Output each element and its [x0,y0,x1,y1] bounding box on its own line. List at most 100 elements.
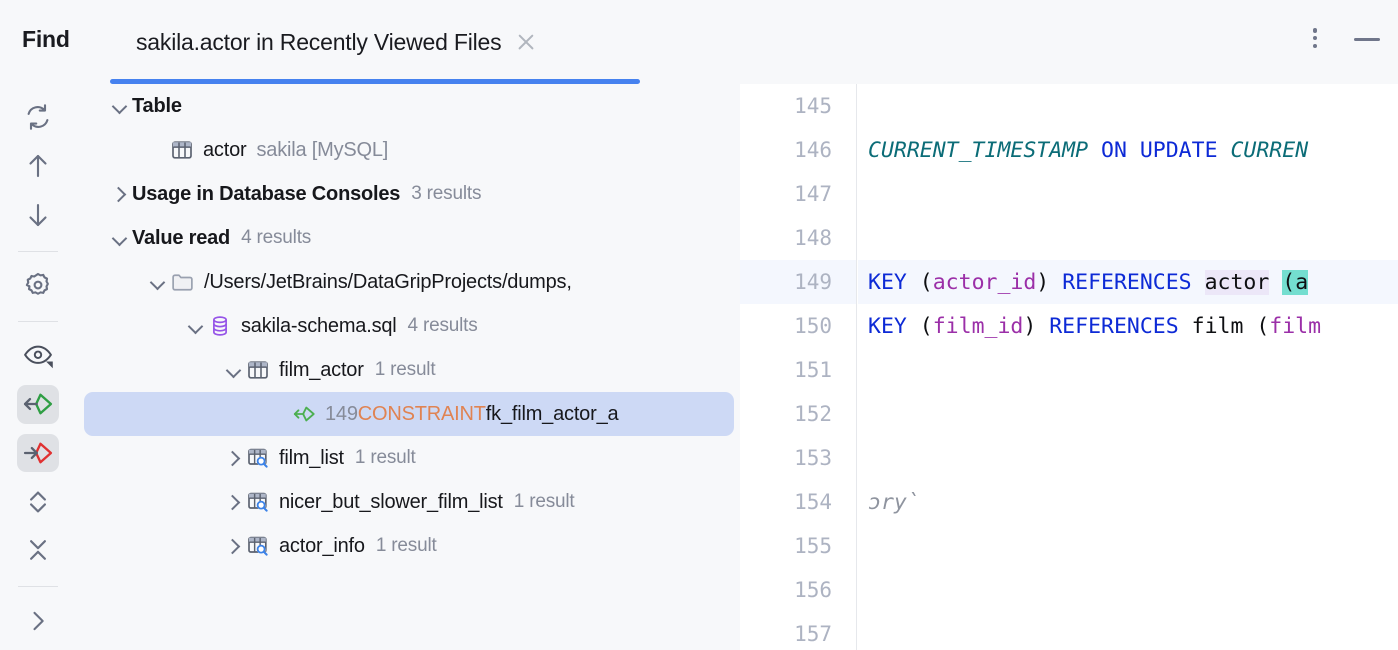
tree-row-count: 4 results [407,315,478,336]
expand-all-icon[interactable] [17,482,59,521]
rerun-icon[interactable] [17,98,59,137]
code-line[interactable] [858,172,1398,216]
code-line[interactable] [858,436,1398,480]
value-read-icon[interactable] [17,384,59,424]
chevron-down-icon[interactable] [144,269,170,295]
tree-row-sql-file[interactable]: sakila-schema.sql 4 results [76,304,740,348]
value-write-icon[interactable] [17,433,59,473]
code-token: KEY [868,313,907,339]
tree-row-film-list[interactable]: film_list 1 result [76,436,740,480]
code-token: (a [1282,269,1309,295]
code-token: actor [1204,269,1270,295]
line-number: 146 [794,138,832,162]
chevron-right-icon[interactable] [17,601,59,640]
code-token: CURREN [1230,137,1309,163]
code-line[interactable]: KEY (film_id) REFERENCES film (film [858,304,1398,348]
chevron-down-icon[interactable] [220,357,246,383]
folder-icon [170,270,195,295]
code-line[interactable] [858,568,1398,612]
code-line[interactable] [858,392,1398,436]
code-token: ) [1036,269,1063,295]
line-number: 148 [794,226,832,250]
view-icon [246,490,270,514]
code-line[interactable]: KEY (actor_id) REFERENCES actor (a [858,260,1398,304]
tree-row-label: film_list [279,446,344,469]
tree-row-label: /Users/JetBrains/DataGripProjects/dumps, [204,270,572,293]
rail-divider [18,250,58,252]
chevron-down-icon[interactable] [106,225,132,251]
more-options-icon[interactable] [1304,26,1326,50]
tree-row-nicer-but-slower-film-list[interactable]: nicer_but_slower_film_list 1 result [76,480,740,524]
preview-eye-icon[interactable] [17,336,59,375]
chevron-right-icon[interactable] [220,533,246,559]
table-icon [170,138,194,162]
line-number: 156 [794,578,832,602]
chevron-right-icon[interactable] [106,181,132,207]
line-number: 153 [794,446,832,470]
chevron-right-icon[interactable] [220,489,246,515]
code-token [1192,270,1205,295]
tree-row-film-actor[interactable]: film_actor 1 result [76,348,740,392]
tree-spacer [144,137,170,163]
usage-keyword: CONSTRAINT [357,402,486,425]
chevron-down-icon[interactable] [106,93,132,119]
code-line[interactable] [858,84,1398,128]
code-line[interactable]: CURRENT_TIMESTAMP ON UPDATE CURREN [858,128,1398,172]
code-token [1218,138,1231,163]
close-icon[interactable] [515,31,537,53]
rail-divider [18,321,58,323]
tree-row-count: 1 result [354,447,416,468]
tree-row-label: Table [132,94,182,117]
tree-row-label: film_actor [279,358,364,381]
arrow-down-icon[interactable] [17,195,59,234]
tree-row-folder-path[interactable]: /Users/JetBrains/DataGripProjects/dumps, [76,260,740,304]
tree-row-count: 1 result [513,491,575,512]
tree-row-count: 1 result [374,359,436,380]
line-number: 145 [794,94,832,118]
chevron-right-icon[interactable] [220,445,246,471]
line-number: 152 [794,402,832,426]
tab-active-underline [110,79,640,84]
database-file-icon [208,314,232,338]
usage-line-number: 149 [325,402,358,425]
arrow-up-icon[interactable] [17,147,59,186]
tree-row-label: sakila-schema.sql [241,314,397,337]
chevron-down-icon[interactable] [182,313,208,339]
code-line[interactable] [858,612,1398,650]
collapse-all-icon[interactable] [17,531,59,570]
tree-row-label: actor [203,138,247,161]
code-token: ( [906,313,933,339]
code-token: CURRENT_TIMESTAMP [868,137,1089,163]
code-token: ) [1023,313,1050,339]
line-number: 151 [794,358,832,382]
code-token: film [1269,313,1322,339]
code-line[interactable] [858,524,1398,568]
tree-row-selected-usage[interactable]: 149 CONSTRAINT fk_film_actor_a [84,392,734,436]
line-number: 149 [740,260,856,304]
window-header: Find sakila.actor in Recently Viewed Fil… [0,0,1398,84]
code-line[interactable] [858,216,1398,260]
header-actions [1304,26,1380,50]
table-icon [246,358,270,382]
settings-gear-icon[interactable] [17,266,59,305]
tree-row-label: nicer_but_slower_film_list [279,490,503,513]
line-number: 150 [794,314,832,338]
code-token: ( [906,269,933,295]
code-line[interactable]: ɔry` [858,480,1398,524]
code-token [1269,270,1282,295]
minimize-icon[interactable] [1354,27,1380,49]
view-icon [246,534,270,558]
tab-find-results[interactable]: sakila.actor in Recently Viewed Files [110,0,563,84]
code-line[interactable] [858,348,1398,392]
tree-row-table-group[interactable]: Table [76,84,740,128]
code-token: ɔry` [868,489,920,515]
code-token: film ( [1178,313,1270,339]
